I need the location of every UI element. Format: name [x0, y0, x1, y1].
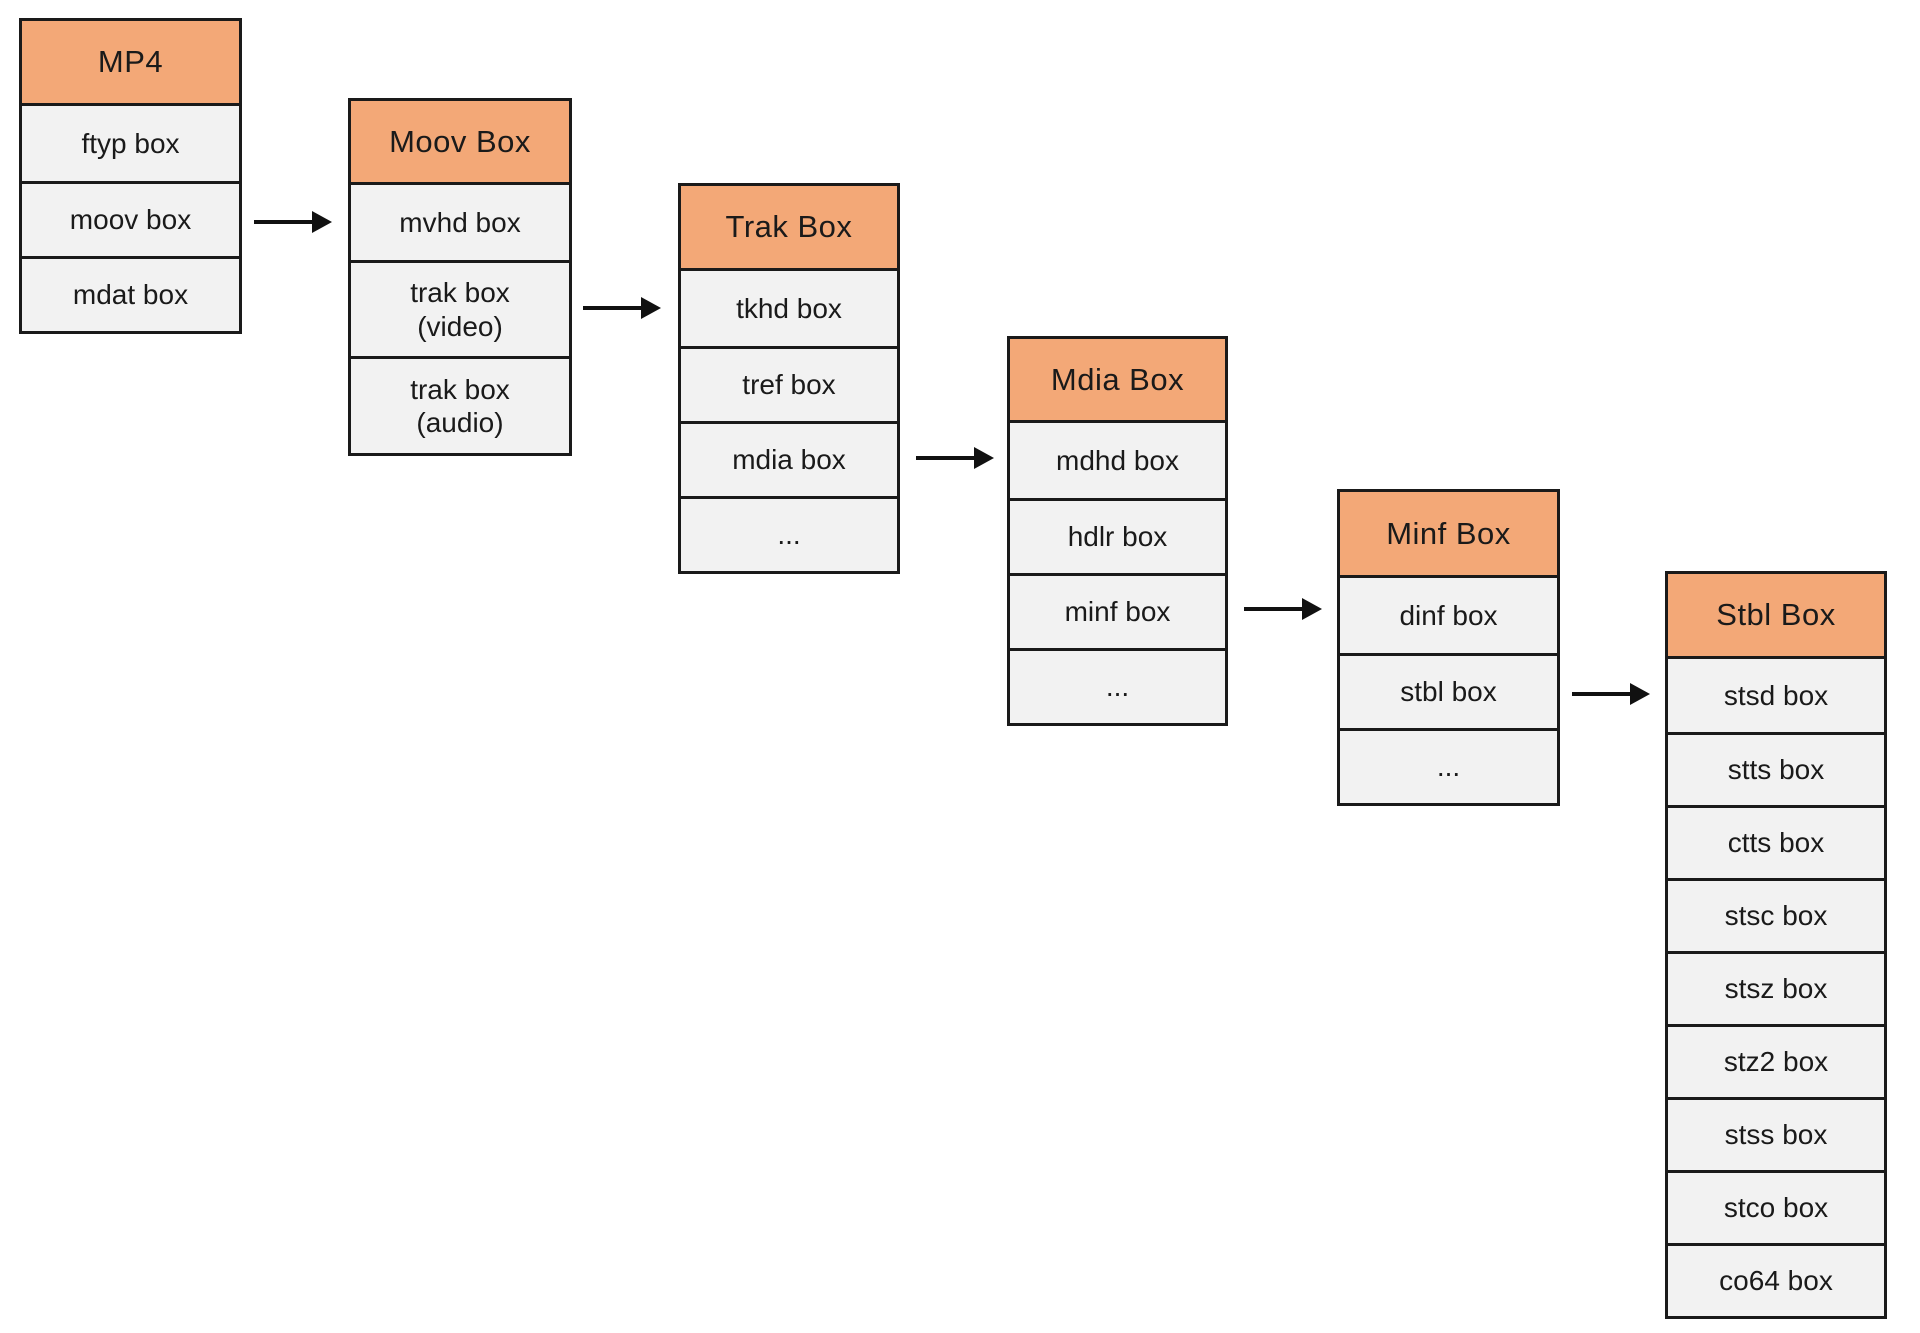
row-label: stz2 box	[1723, 1046, 1829, 1078]
box-trak-row-1: tref box	[681, 346, 897, 421]
box-minf: Minf Box dinf box stbl box...	[1337, 489, 1560, 806]
arrow-shaft	[254, 220, 314, 224]
arrow-shaft	[916, 456, 976, 460]
box-minf-row-2: ...	[1340, 728, 1557, 803]
row-label: ...	[1436, 751, 1461, 783]
row-label: moov box	[69, 204, 192, 236]
arrow-mp4-moov-row-to-moov-box	[254, 211, 332, 233]
row-label: stts box	[1727, 754, 1825, 786]
box-mp4-row-0: ftyp box	[22, 106, 239, 181]
box-moov-row-0: mvhd box	[351, 185, 569, 260]
box-mdia-row-2: minf box	[1010, 573, 1225, 648]
arrow-head-icon	[641, 297, 661, 319]
box-minf-row-1: stbl box	[1340, 653, 1557, 728]
box-trak-row-3: ...	[681, 496, 897, 571]
box-mp4: MP4 ftyp box moov box mdat box	[19, 18, 242, 334]
row-label: stbl box	[1400, 676, 1497, 708]
arrow-head-icon	[1630, 683, 1650, 705]
row-label: minf box	[1064, 596, 1171, 628]
box-mp4-header: MP4	[22, 21, 239, 106]
row-label: mvhd box	[399, 206, 521, 238]
row-label: (audio)	[416, 407, 504, 438]
row-label: tkhd box	[736, 292, 842, 324]
box-stbl-header: Stbl Box	[1668, 574, 1884, 659]
box-stbl-row-6: stss box	[1668, 1097, 1884, 1170]
row-label: ...	[777, 519, 801, 551]
box-moov-row-2: trak box(audio)	[351, 356, 569, 453]
box-stbl-row-2: ctts box	[1668, 805, 1884, 878]
box-stbl-row-1: stts box	[1668, 732, 1884, 805]
arrow-head-icon	[1302, 598, 1322, 620]
arrow-trak-mdia-row-to-mdia-box	[916, 447, 994, 469]
box-stbl-row-7: stco box	[1668, 1170, 1884, 1243]
row-label: stsc box	[1724, 900, 1828, 932]
box-stbl: Stbl Box stsd box stts box ctts box stsc box…	[1665, 571, 1887, 1319]
box-stbl-row-5: stz2 box	[1668, 1024, 1884, 1097]
box-mdia-row-3: ...	[1010, 648, 1225, 723]
row-label: ftyp box	[81, 127, 180, 159]
box-mdia-row-1: hdlr box	[1010, 498, 1225, 573]
arrow-shaft	[583, 306, 643, 310]
box-mdia-header: Mdia Box	[1010, 339, 1225, 423]
row-label: hdlr box	[1067, 521, 1168, 553]
box-mdia-row-0: mdhd box	[1010, 423, 1225, 498]
row-label: ...	[1105, 671, 1130, 703]
box-mdia: Mdia Box mdhd box hdlr box minf box...	[1007, 336, 1228, 726]
box-stbl-row-4: stsz box	[1668, 951, 1884, 1024]
row-label: co64 box	[1719, 1265, 1833, 1297]
box-moov-header: Moov Box	[351, 101, 569, 185]
arrow-shaft	[1244, 607, 1304, 611]
row-label: dinf box	[1399, 599, 1498, 631]
box-minf-row-0: dinf box	[1340, 578, 1557, 653]
box-stbl-row-3: stsc box	[1668, 878, 1884, 951]
arrow-minf-stbl-row-to-stbl-box	[1572, 683, 1650, 705]
arrow-mdia-minf-row-to-minf-box	[1244, 598, 1322, 620]
box-trak: Trak Box tkhd box tref box mdia box...	[678, 183, 900, 574]
box-mp4-row-2: mdat box	[22, 256, 239, 331]
box-minf-header: Minf Box	[1340, 492, 1557, 578]
row-label: stsz box	[1724, 973, 1828, 1005]
row-label: stss box	[1724, 1119, 1828, 1151]
row-label: ctts box	[1727, 827, 1825, 859]
box-moov-row-1: trak box(video)	[351, 260, 569, 356]
row-label: (video)	[417, 310, 503, 342]
box-stbl-row-8: co64 box	[1668, 1243, 1884, 1316]
box-trak-header: Trak Box	[681, 186, 897, 271]
row-label: mdat box	[72, 279, 189, 311]
box-trak-row-0: tkhd box	[681, 271, 897, 346]
arrow-shaft	[1572, 692, 1632, 696]
box-mp4-row-1: moov box	[22, 181, 239, 256]
arrow-head-icon	[974, 447, 994, 469]
box-trak-row-2: mdia box	[681, 421, 897, 496]
row-label: tref box	[742, 369, 836, 401]
arrow-moov-trak-video-row-to-trak-box	[583, 297, 661, 319]
row-label: stsd box	[1723, 679, 1829, 711]
row-label: trak box	[410, 373, 510, 405]
arrow-head-icon	[312, 211, 332, 233]
row-label: mdia box	[732, 444, 846, 476]
row-label: mdhd box	[1056, 444, 1179, 476]
row-label: stco box	[1723, 1192, 1829, 1224]
box-stbl-row-0: stsd box	[1668, 659, 1884, 732]
row-label: trak box	[410, 277, 510, 309]
